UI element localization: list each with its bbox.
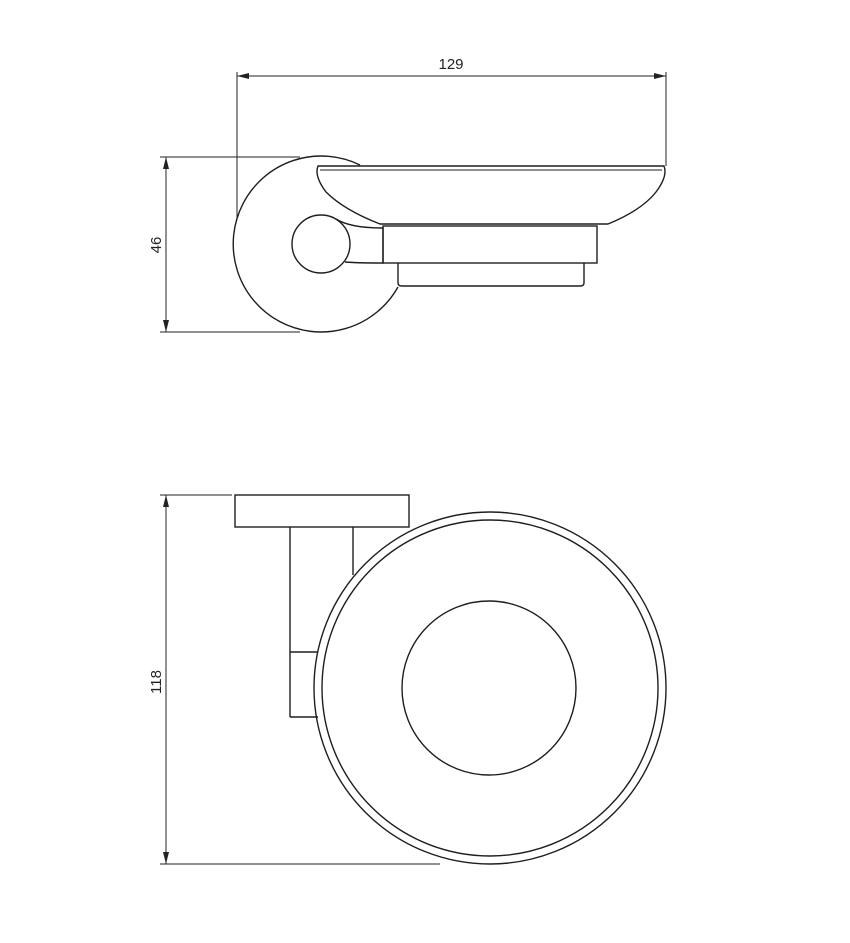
width-dimension: 129 [236, 56, 667, 218]
arm-knob [291, 214, 351, 274]
front-height-arrow-top [163, 495, 169, 507]
dish-holder-ring [382, 225, 598, 264]
width-arrow-left [237, 73, 249, 79]
dish-inner-rim [321, 519, 659, 857]
dish-outer-rim [313, 511, 667, 865]
side-height-arrow-top [163, 157, 169, 169]
front-view: 118 [148, 494, 667, 865]
dish-center-well [401, 600, 577, 776]
side-view: 129 46 [148, 56, 667, 333]
width-arrow-right [654, 73, 666, 79]
wall-rosette [232, 155, 399, 333]
side-height-arrow-bottom [163, 320, 169, 332]
soap-dish [316, 165, 666, 225]
side-height-label: 46 [148, 237, 165, 254]
side-height-dimension: 46 [148, 156, 300, 333]
wall-plate [234, 494, 410, 528]
front-height-arrow-bottom [163, 852, 169, 864]
width-label: 129 [438, 56, 463, 73]
front-height-dimension: 118 [148, 494, 440, 865]
front-height-label: 118 [148, 670, 165, 694]
dish-holder-base [397, 263, 585, 287]
